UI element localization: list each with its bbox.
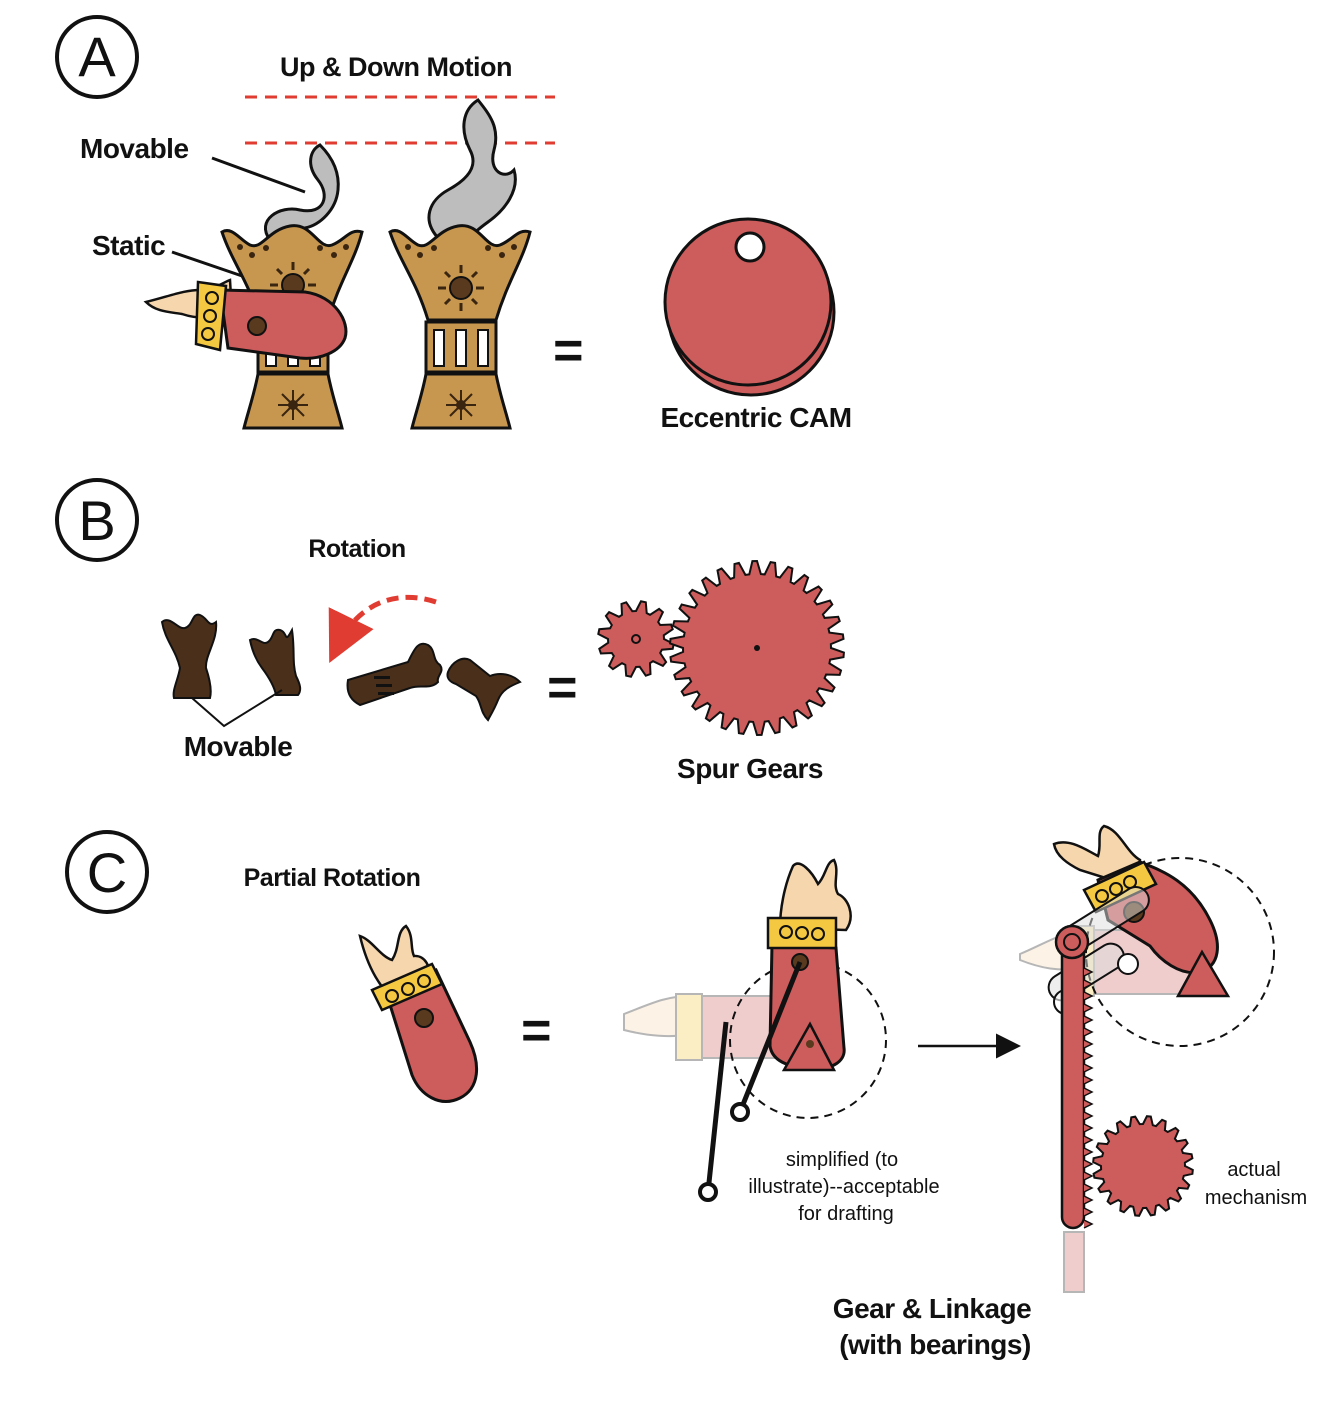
static-label: Static <box>92 230 165 261</box>
section-c-badge <box>65 830 149 914</box>
pinion-gear <box>1092 1115 1194 1217</box>
smoke-high <box>427 98 517 254</box>
actual-mechanism <box>1019 824 1275 1293</box>
rotation-label: Rotation <box>308 535 405 563</box>
actual-note-line-1: actual <box>1227 1159 1280 1181</box>
gear-linkage-label-line-2: (with bearings) <box>839 1329 1031 1360</box>
simplified-note-line-1: simplified (to <box>786 1149 898 1171</box>
simplified-link-2 <box>705 1021 729 1193</box>
rotating-piece-4 <box>446 657 522 722</box>
rotating-piece-3 <box>346 642 443 707</box>
section-b-letter: B <box>78 489 115 552</box>
equals-c: = <box>521 1002 551 1060</box>
section-a: A Up & Down Motion Movable Static <box>55 15 852 433</box>
simplified-note-line-3: for drafting <box>798 1203 894 1225</box>
section-b-badge <box>55 478 139 562</box>
simplified-mechanism <box>623 858 887 1202</box>
rotating-piece-1 <box>160 613 218 699</box>
gear-linkage-label-line-1: Gear & Linkage <box>833 1293 1031 1324</box>
section-c: C Partial Rotation = <box>65 278 1307 1360</box>
movable-leader-line <box>211 156 306 194</box>
simplified-link-1 <box>737 961 803 1113</box>
eccentric-cam-label: Eccentric CAM <box>660 402 851 433</box>
spur-gears <box>597 559 845 737</box>
rack-teeth <box>1083 967 1094 1229</box>
section-a-letter: A <box>78 25 116 88</box>
small-gear <box>597 600 675 678</box>
movable-leader-b <box>191 689 283 728</box>
spur-gears-label: Spur Gears <box>677 753 823 784</box>
movable-label-b: Movable <box>184 731 293 762</box>
movable-label-a: Movable <box>80 133 189 164</box>
gear-rack <box>1060 938 1086 1230</box>
rotating-piece-2 <box>248 626 302 696</box>
incense-burner-2 <box>388 98 532 430</box>
arm-tilted <box>358 924 479 1103</box>
section-a-badge <box>55 15 139 99</box>
simplified-note-line-2: illustrate)--acceptable <box>748 1176 939 1198</box>
rotation-arrow <box>328 594 437 663</box>
partial-rotation-label: Partial Rotation <box>244 864 421 892</box>
eccentric-cam <box>663 217 836 397</box>
section-b: B Rotation Movable = Spur Gears <box>55 478 845 784</box>
static-leader-line <box>171 250 249 280</box>
arm-horizontal <box>143 278 348 360</box>
up-down-motion-label: Up & Down Motion <box>280 52 512 82</box>
equals-a: = <box>553 322 583 380</box>
cam-hole <box>734 231 766 263</box>
section-c-letter: C <box>87 841 127 904</box>
actual-note-line-2: mechanism <box>1205 1187 1307 1209</box>
equals-b: = <box>547 659 577 717</box>
